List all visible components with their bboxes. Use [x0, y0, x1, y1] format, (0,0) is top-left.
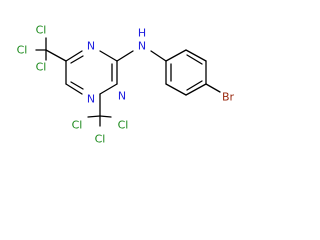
molecule-canvas: N N N N H Cl Cl Cl Cl Cl Cl Br [17, 24, 235, 146]
molecule-structure: N N N N H Cl Cl Cl Cl Cl Cl Br [17, 24, 235, 146]
bond-ring-6b [70, 55, 84, 64]
bond-c-cl-2a [87, 115, 101, 118]
nitrogen-ring-bottom: N [118, 90, 126, 103]
chlorine-2c: Cl [95, 133, 106, 146]
nitrogen-amine: N [138, 40, 146, 53]
bond-c-nh [116, 50, 134, 62]
chlorine-1a: Cl [36, 24, 47, 37]
hydrogen-amine: H [138, 27, 146, 40]
chlorine-1b: Cl [17, 44, 28, 57]
bond-c-br [205, 83, 221, 93]
bond-c-cl-2b [99, 115, 112, 118]
bond-ph-1 [165, 49, 187, 62]
bond-ph-4b [186, 80, 203, 91]
bond-ring-4 [65, 83, 83, 95]
nitrogen-ring-top: N [87, 40, 95, 53]
bond-ph-2b [186, 54, 203, 65]
nitrogen-ring-left: N [87, 93, 95, 106]
bond-ring-1 [99, 50, 118, 62]
bonds [35, 37, 221, 127]
chlorine-1c: Cl [36, 61, 47, 74]
bond-ring-ccl3-top [45, 49, 67, 62]
atom-labels: N N N N H Cl Cl Cl Cl Cl Cl Br [17, 24, 235, 146]
bond-ring-3 [99, 83, 118, 95]
chlorine-2b: Cl [118, 119, 129, 132]
bond-ring-4b [70, 81, 84, 90]
bond-ph-4 [185, 83, 207, 96]
bond-ring-6 [65, 50, 83, 62]
bond-nh-ph [150, 50, 167, 62]
bond-ph-2 [185, 49, 207, 62]
bromine: Br [222, 91, 235, 104]
chlorine-2a: Cl [72, 119, 83, 132]
bond-ph-5 [165, 83, 187, 96]
